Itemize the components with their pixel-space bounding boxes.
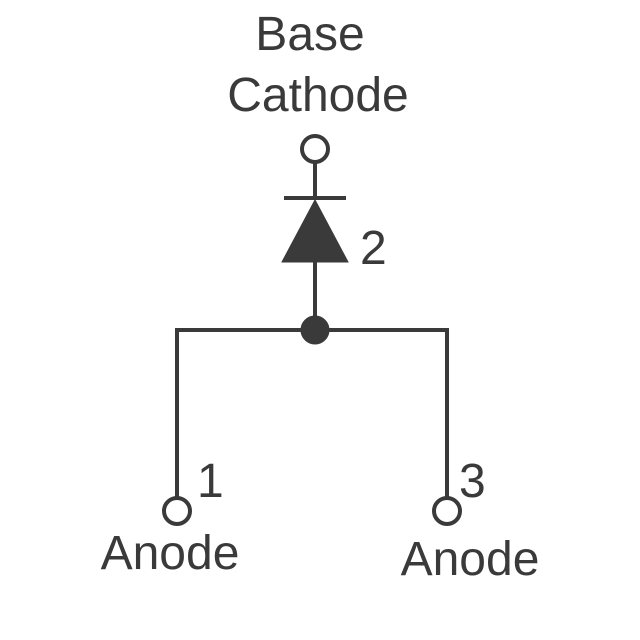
pin-2-name-line1: Base (255, 8, 364, 61)
pin-1-number: 1 (197, 455, 224, 508)
pin-2-name-line2: Cathode (227, 69, 408, 122)
pin-3-name: Anode (401, 533, 540, 586)
pin-1-name: Anode (101, 527, 240, 580)
pin-2-terminal (300, 134, 330, 164)
diode-triangle (281, 198, 349, 263)
pin-2-number: 2 (360, 222, 387, 275)
pin-1-terminal (162, 496, 192, 526)
junction-dot (300, 315, 330, 345)
pin-3-number: 3 (459, 455, 486, 508)
pin-3-terminal (432, 496, 462, 526)
